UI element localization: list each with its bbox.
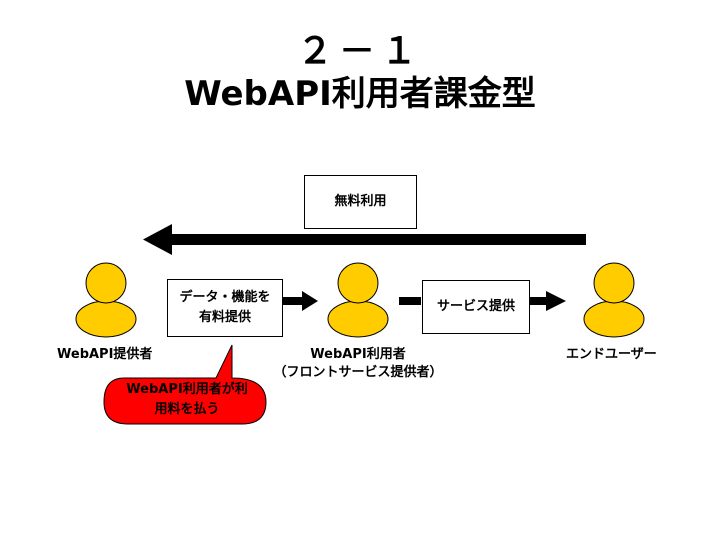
slide-title: WebAPI利用者課金型 <box>184 74 536 114</box>
data-function-box: データ・機能を 有料提供 <box>167 279 283 337</box>
callout-line-1: WebAPI利用者が利 <box>126 382 248 397</box>
callout-bubble <box>103 344 267 425</box>
user-label-1: WebAPI利用者 <box>310 347 406 362</box>
enduser-person-icon <box>583 262 645 338</box>
provider-label: WebAPI提供者 <box>57 347 153 362</box>
slide-number: ２－１ <box>296 31 423 72</box>
data-function-label-2: 有料提供 <box>198 310 251 325</box>
callout-line-2: 用料を払う <box>154 402 220 417</box>
provider-person-icon <box>75 262 137 338</box>
user-person-icon <box>327 262 389 338</box>
enduser-label: エンドユーザー <box>566 347 657 362</box>
free-use-box: 無料利用 <box>304 175 417 229</box>
service-provision-box: サービス提供 <box>422 280 530 334</box>
user-to-enduser-arrow <box>399 291 566 311</box>
data-function-label-1: データ・機能を <box>179 290 271 305</box>
provider-to-user-arrow <box>282 291 318 311</box>
free-use-label: 無料利用 <box>334 194 387 209</box>
user-label-2: （フロントサービス提供者） <box>273 365 443 380</box>
free-use-arrow <box>143 224 586 255</box>
service-provision-label: サービス提供 <box>436 299 515 314</box>
callout-text: WebAPI利用者が利 用料を払う <box>108 380 266 420</box>
